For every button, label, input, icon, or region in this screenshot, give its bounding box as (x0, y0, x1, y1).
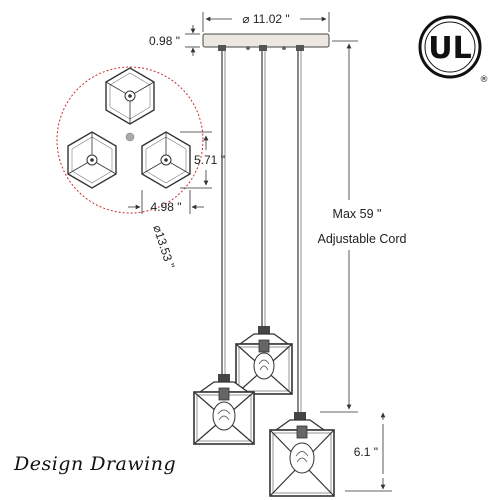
shade-height-dimension: 5.71 " (180, 131, 225, 189)
canopy-width-dimension: ⌀ 11.02 " (202, 12, 330, 32)
canopy-height-dimension: 0.98 " (149, 25, 200, 56)
shade-top-view-3 (141, 131, 191, 189)
bottom-clearance-dimension: 6.1 " (345, 412, 392, 492)
shade-top-view-2 (67, 131, 117, 189)
shade-top-view-1 (105, 67, 155, 125)
registered-mark: ® (480, 75, 489, 85)
pendant-shade-right (269, 412, 335, 497)
shade-height-label: 5.71 " (194, 153, 225, 167)
top-view-cluster (56, 66, 204, 214)
cords (221, 51, 302, 412)
shade-width-label: 4.98 " (151, 200, 182, 214)
canopy-height-label: 0.98 " (149, 34, 180, 48)
pendant-shade-middle (235, 326, 293, 395)
max-cord-dimension: Max 59 " Adjustable Cord (318, 40, 407, 413)
design-drawing-caption: Design Drawing (13, 453, 176, 475)
shade-width-dimension: 4.98 " (128, 190, 204, 214)
cluster-diameter-label: ⌀13.53 " (150, 223, 177, 270)
bottom-clearance-label: 6.1 " (354, 445, 378, 459)
canopy (202, 33, 330, 51)
max-cord-label: Max 59 " (333, 207, 382, 221)
canopy-diameter-label: ⌀ 11.02 " (242, 12, 289, 26)
pendant-shade-left (193, 374, 255, 445)
adjustable-cord-label: Adjustable Cord (318, 232, 407, 246)
ul-certification-logo: UL ® (418, 15, 489, 85)
ul-logo-text: UL (428, 31, 471, 66)
